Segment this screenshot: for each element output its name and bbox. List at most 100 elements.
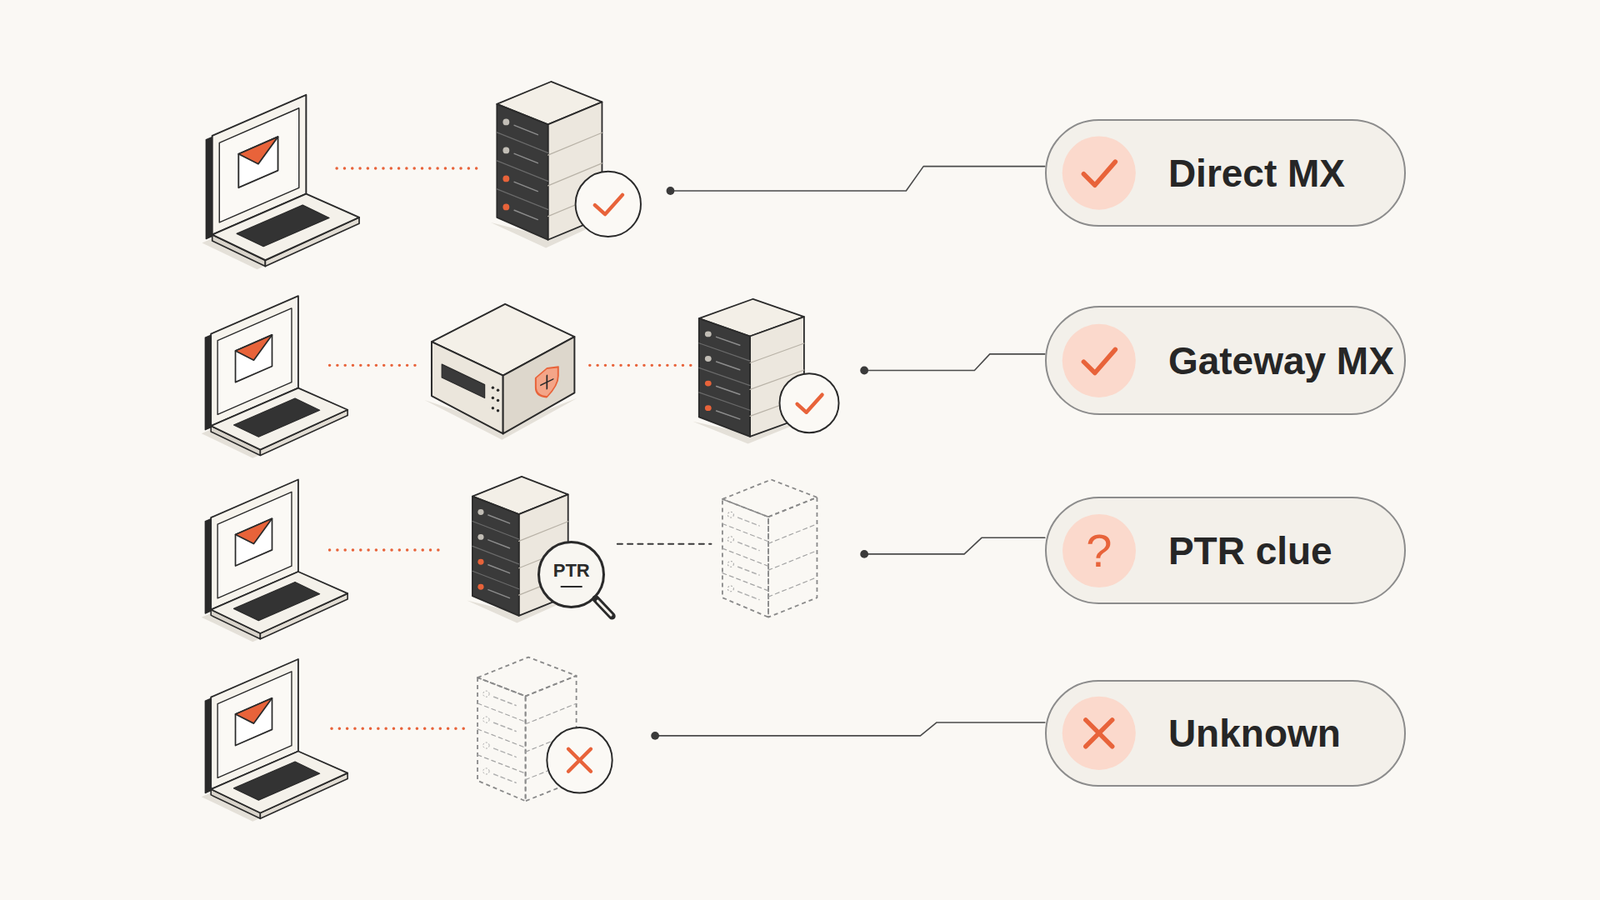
server-panel-line <box>750 343 805 363</box>
server-bay-line <box>472 545 520 565</box>
server-slot <box>738 566 760 575</box>
envelope <box>238 136 278 188</box>
icon-circle <box>1062 324 1136 398</box>
leader-dot <box>666 186 675 195</box>
server-light <box>502 175 510 182</box>
server-bay-line <box>699 392 750 410</box>
server-slot <box>514 153 538 163</box>
server-top <box>477 657 577 697</box>
server-bay-line <box>472 520 520 540</box>
server-panel-line <box>548 132 603 155</box>
server-bay-line <box>722 548 769 566</box>
server-light <box>483 768 490 775</box>
laptop-icon <box>201 295 348 459</box>
server-light <box>502 147 510 155</box>
vent-dot <box>496 409 500 412</box>
envelope-flap <box>235 698 273 724</box>
cross-mark <box>1085 720 1113 747</box>
node-text: Unknown <box>1168 714 1341 753</box>
server-light <box>727 560 734 567</box>
server-panel-line <box>519 521 569 542</box>
lens-handle-shine <box>597 600 611 615</box>
leader-dot <box>860 550 869 559</box>
server-bay-line <box>496 189 548 210</box>
envelope <box>235 335 273 383</box>
server-slot <box>514 125 538 135</box>
status-mark <box>575 171 641 237</box>
server-light <box>477 559 484 565</box>
server-bay-line <box>496 160 548 181</box>
badge-circle <box>575 171 641 237</box>
result-pill: Direct MX <box>1045 119 1406 227</box>
server-bay-line <box>699 343 750 361</box>
node-text: ? <box>1085 527 1112 575</box>
server-light <box>727 585 734 592</box>
server-slot <box>716 385 740 395</box>
lens-handle <box>595 598 613 616</box>
leader-dot <box>860 366 869 375</box>
server-bay-line <box>477 703 526 722</box>
pill-icon <box>1062 135 1136 210</box>
server-light <box>502 203 510 210</box>
pill-icon <box>1062 696 1136 770</box>
ptr-lens: PTR <box>537 540 605 609</box>
server-light <box>483 690 490 697</box>
vent-dot <box>491 396 495 400</box>
server-slot <box>494 696 516 705</box>
pill-icon <box>1062 324 1136 398</box>
server-slot <box>488 565 510 574</box>
server-light <box>477 509 484 515</box>
laptop-icon <box>201 480 348 643</box>
server-front <box>699 318 750 437</box>
badge-circle <box>780 373 840 433</box>
cross-mark <box>1085 720 1113 747</box>
server-light <box>483 742 490 749</box>
text-underline <box>560 585 581 588</box>
icon-circle <box>1062 135 1136 210</box>
laptop-base <box>210 388 348 450</box>
server-side <box>768 497 817 618</box>
check-mark <box>595 195 623 215</box>
dashed-link <box>617 543 712 545</box>
server-slot <box>488 515 510 524</box>
node-text: Direct MX <box>1168 154 1345 193</box>
laptop-keyboard <box>233 761 320 800</box>
server-slot <box>488 540 510 549</box>
dotted-link <box>330 364 420 367</box>
node-text: PTR <box>553 561 590 580</box>
laptop-base <box>210 571 348 634</box>
result-pill: PTR clue? <box>1045 496 1406 605</box>
leader-line <box>670 166 1045 191</box>
server-bay-line <box>699 367 750 385</box>
server-bay-line <box>472 570 520 590</box>
server-bay-line <box>722 573 769 591</box>
icon-circle <box>1062 696 1136 770</box>
server-front <box>722 499 769 618</box>
server-slot <box>716 361 740 370</box>
server-panel-line <box>768 550 817 570</box>
server-light <box>705 355 712 362</box>
envelope <box>235 518 273 566</box>
gateway-side <box>503 336 575 434</box>
server-slot <box>716 336 740 345</box>
laptop-base <box>212 194 360 261</box>
result-pill: Gateway MX <box>1045 305 1406 415</box>
server-bay-line <box>722 524 769 542</box>
check-mark <box>1083 161 1115 185</box>
cross-mark <box>568 749 591 772</box>
check-mark <box>1083 349 1115 373</box>
server-panel-line <box>525 703 577 725</box>
server-light <box>502 119 510 126</box>
status-mark <box>780 373 840 433</box>
dotted-link <box>336 166 478 170</box>
vent-dot <box>491 386 495 390</box>
leader-line <box>864 354 1045 371</box>
vent-dot <box>496 399 500 402</box>
server-slot <box>494 748 516 757</box>
server-panel-line <box>768 577 817 597</box>
node-text: PTR clue <box>1168 531 1333 570</box>
badge-circle <box>546 727 612 793</box>
leader-line <box>864 537 1045 555</box>
server-slot <box>494 722 516 731</box>
